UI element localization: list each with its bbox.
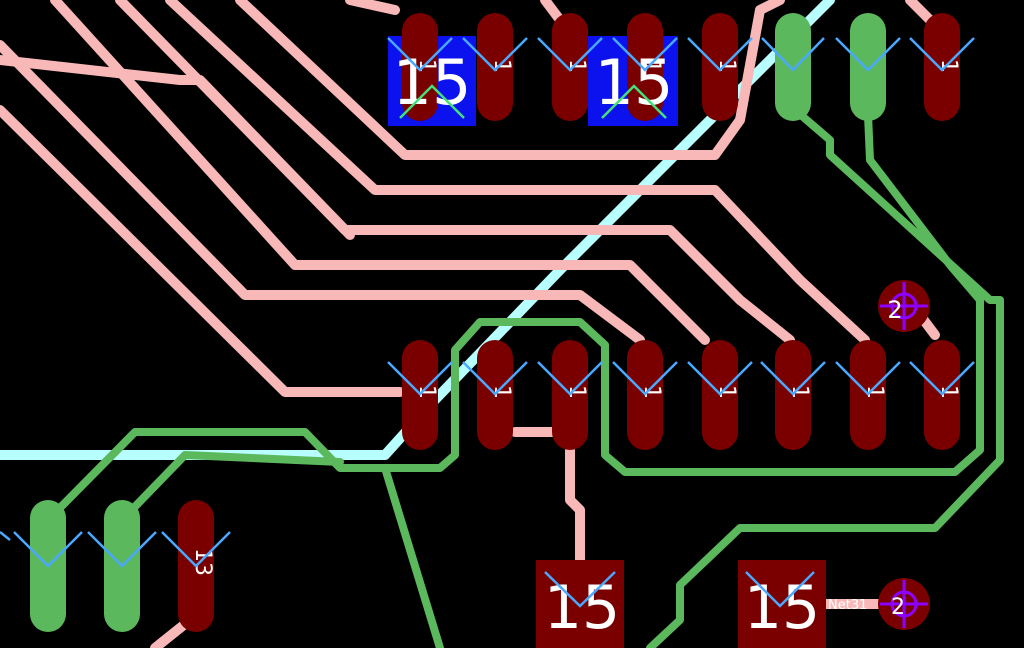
oval-pad[interactable] (552, 13, 588, 121)
vias: 2 2 Net31 (828, 280, 930, 630)
check-marker-icon (537, 361, 603, 396)
oval-pad[interactable] (924, 13, 960, 121)
check-marker-icon (462, 37, 528, 72)
check-marker-icon (687, 37, 753, 72)
pink-trace[interactable] (905, 0, 935, 25)
check-marker-icon (835, 37, 901, 72)
ratsnest-check-icons (0, 531, 231, 568)
pink-trace[interactable] (540, 0, 565, 25)
check-marker-icon (161, 531, 231, 568)
pink-trace[interactable] (0, 55, 355, 240)
bottom-square-pads: 15 15 (536, 560, 826, 648)
check-marker-icon (745, 571, 815, 608)
check-marker-icon (909, 361, 975, 396)
check-marker-icon (760, 361, 826, 396)
check-marker-icon (87, 531, 157, 568)
chevron-up-icon (399, 84, 465, 119)
chevron-up-icon (601, 84, 667, 119)
pad-number: 15 (595, 46, 674, 119)
check-marker-icon (544, 571, 616, 608)
oval-pad-green[interactable] (850, 13, 886, 121)
top-pad-row: 15 15 1 1 1 1 1 1 (387, 13, 975, 126)
pink-trace[interactable] (565, 440, 585, 565)
bottom-left-pads: 13 (0, 500, 231, 632)
check-marker-icon (462, 361, 528, 396)
pink-trace[interactable] (0, 105, 405, 397)
check-marker-icon (537, 37, 603, 72)
check-marker-icon (387, 37, 453, 72)
green-traces (44, 106, 1004, 648)
check-marker-icon (13, 531, 83, 568)
via[interactable]: 2 (878, 280, 930, 332)
via[interactable]: 2 (878, 578, 930, 630)
oval-pad[interactable] (627, 13, 663, 121)
oval-pad[interactable] (402, 13, 438, 121)
green-trace[interactable] (646, 106, 1004, 648)
check-marker-icon (687, 361, 753, 396)
via-label: 2 (891, 595, 905, 620)
pink-trace[interactable] (165, 0, 870, 345)
check-marker-icon (835, 361, 901, 396)
pink-trace[interactable] (235, 0, 785, 160)
ratsnest-check-icons (387, 361, 975, 396)
pink-trace[interactable] (345, 0, 400, 15)
check-marker-icon (387, 361, 453, 396)
pink-trace[interactable] (0, 40, 645, 345)
pink-trace[interactable] (50, 0, 710, 345)
check-marker-icon (612, 37, 678, 72)
check-marker-icon (0, 531, 11, 541)
ratsnest-check-icons (387, 37, 975, 72)
square-pad[interactable] (536, 560, 624, 648)
green-trace[interactable] (381, 464, 444, 648)
green-chevron-icons (399, 84, 667, 119)
check-marker-icon (761, 37, 825, 72)
via-label: 2 (887, 296, 902, 324)
check-marker-icon (612, 361, 678, 396)
oval-pad[interactable] (702, 13, 738, 121)
net-label: Net31 (828, 598, 867, 613)
oval-pad-green[interactable] (775, 13, 811, 121)
oval-pad[interactable] (477, 13, 513, 121)
middle-pad-row: 1 1 1 1 1 1 1 1 (387, 340, 975, 450)
check-marker-icon (909, 37, 975, 72)
pink-traces (0, 0, 940, 648)
green-trace[interactable] (118, 451, 344, 524)
pad-number: 15 (744, 573, 820, 643)
